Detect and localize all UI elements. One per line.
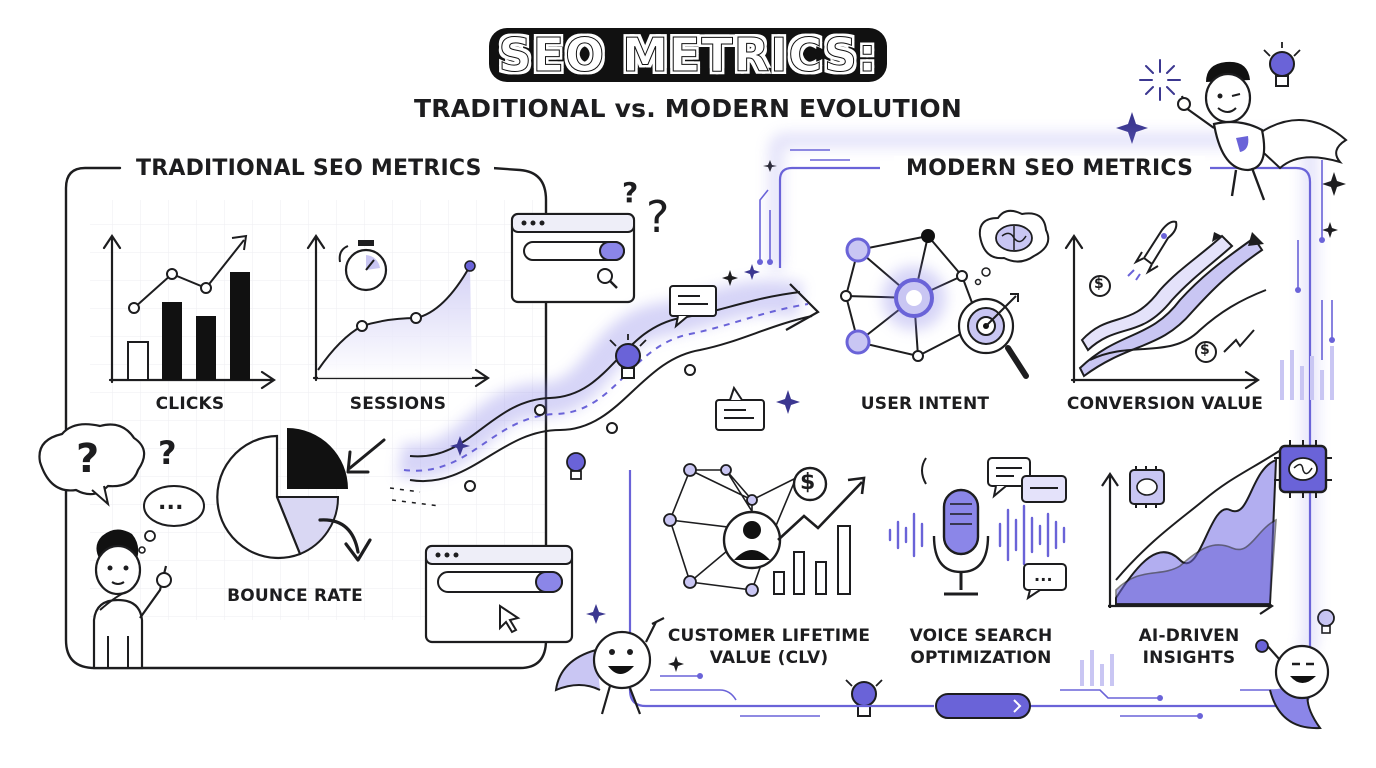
- metric-label-conversion-value: CONVERSION VALUE: [1066, 394, 1264, 414]
- metric-label-clicks: CLICKS: [155, 394, 225, 414]
- lightbulb-icon: [1317, 609, 1335, 634]
- question-mark-icon: ?: [646, 192, 670, 243]
- superhero-character: [1177, 61, 1348, 201]
- arrow-in-icon: [346, 438, 386, 474]
- conversion-value-chart: [1064, 232, 1267, 390]
- stopwatch-icon: [338, 240, 388, 292]
- metric-label-voice-line1: VOICE SEARCH: [909, 626, 1053, 646]
- equalizer-decoration: [1080, 346, 1334, 686]
- metric-label-sessions: SESSIONS: [349, 394, 447, 414]
- page-subtitle: TRADITIONAL vs. MODERN EVOLUTION: [414, 94, 962, 123]
- clicks-chart: [102, 234, 276, 390]
- question-mark-icon: ?: [158, 434, 177, 472]
- browser-window-top: [510, 212, 636, 304]
- arrow-out-icon: [318, 518, 372, 562]
- metric-label-user-intent: USER INTENT: [860, 394, 990, 414]
- clv-network: [663, 463, 797, 597]
- flying-mascot-character: [554, 617, 665, 715]
- clv-growth-chart: [773, 476, 866, 595]
- dollar-sign-icon: $: [1200, 342, 1210, 358]
- metric-label-clv-line1: CUSTOMER LIFETIME: [667, 626, 871, 646]
- bounce-rate-pie: [216, 428, 348, 560]
- evolution-ribbon: [389, 280, 820, 507]
- metric-label-ai-line2: INSIGHTS: [1142, 648, 1236, 668]
- speech-bubbles: [987, 457, 1067, 601]
- metric-label-ai-line1: AI-DRIVEN: [1138, 626, 1240, 646]
- sessions-chart: [306, 234, 490, 388]
- question-mark-icon: ?: [76, 436, 100, 482]
- ellipsis-icon: ...: [1034, 566, 1053, 585]
- browser-window-bottom: [424, 544, 574, 644]
- modern-section-heading: MODERN SEO METRICS: [894, 156, 1206, 181]
- lightbulb-icon: [609, 334, 647, 379]
- ellipsis-icon: ...: [158, 490, 184, 515]
- brain-thought-icon: [974, 209, 1050, 286]
- metric-label-bounce-rate: BOUNCE RATE: [227, 586, 363, 606]
- dollar-sign-icon: $: [800, 470, 816, 495]
- ai-chip-icon: [1274, 440, 1332, 498]
- dollar-coin-icon: [792, 466, 828, 502]
- ai-chip-icon: [1129, 466, 1165, 508]
- page-title: SEO METRICS:: [0, 28, 1376, 83]
- question-mark-icon: ?: [622, 176, 639, 209]
- ai-insights-chart: [1101, 447, 1285, 615]
- sound-wave: [888, 504, 1066, 566]
- target-magnifier-icon: [957, 293, 1029, 379]
- progress-pill: [935, 693, 1031, 719]
- metric-label-clv-line2: VALUE (CLV): [709, 648, 829, 668]
- sparkle-burst-icon: [1139, 59, 1181, 101]
- dollar-sign-icon: $: [1094, 276, 1104, 292]
- metric-label-voice-line2: OPTIMIZATION: [910, 648, 1052, 668]
- user-intent-network: [840, 229, 981, 362]
- traditional-section-heading: TRADITIONAL SEO METRICS: [124, 156, 494, 181]
- lightbulb-icon: [845, 679, 883, 717]
- lightbulb-icon: [1263, 42, 1301, 87]
- rocket-icon: [1127, 220, 1178, 281]
- flying-mascot-character: [1255, 639, 1330, 730]
- chat-bubble-icon: [669, 285, 765, 431]
- lightbulb-icon: [566, 452, 586, 480]
- thinking-person-character: [38, 423, 205, 670]
